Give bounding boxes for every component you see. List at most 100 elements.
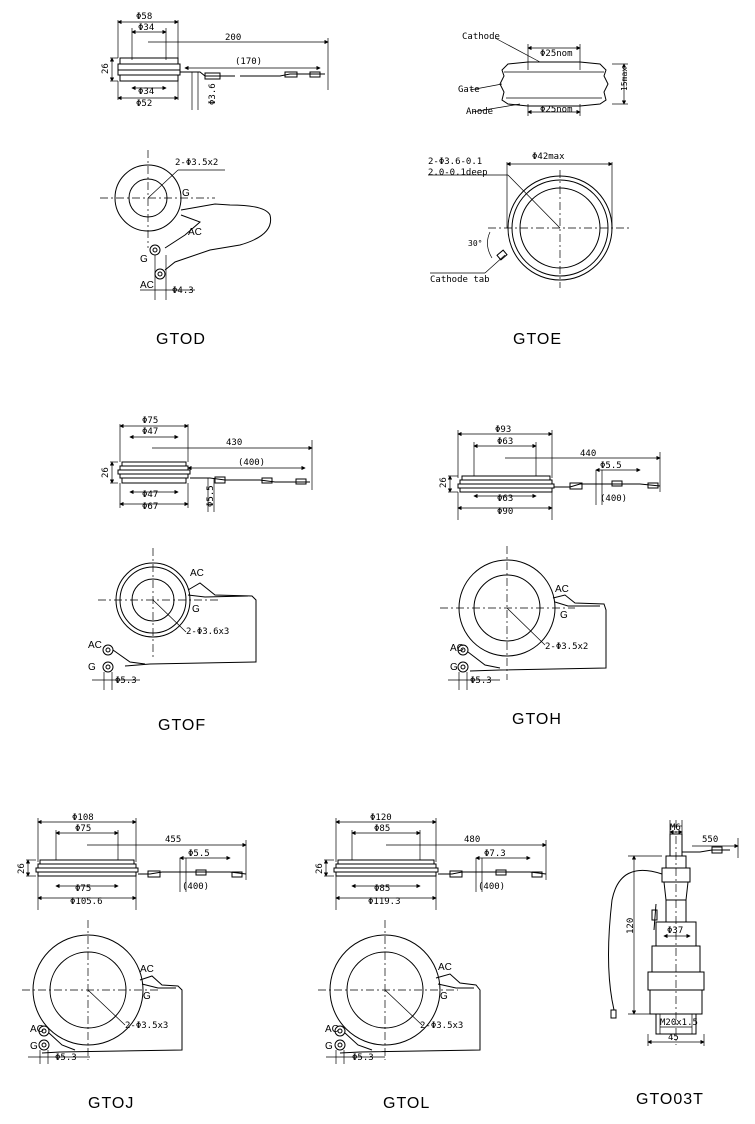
gtoe-top-view: 2-Φ3.6-0.1 2.0-0.1deep Φ42max 30° Cathod… <box>428 152 630 288</box>
gtoh-pin: Φ5.5 <box>600 461 622 471</box>
gtoj-ring: Φ5.3 <box>55 1053 77 1063</box>
gtol-lead: (400) <box>478 882 505 892</box>
gtoh-g-label: G <box>560 610 568 621</box>
gtoe-d-bot: Φ25nom <box>540 105 573 115</box>
gto03t-d-body: Φ37 <box>667 926 683 936</box>
gtoj-side-view: Φ108 Φ75 455 Φ5.5 26 (400) Φ75 Φ105.6 <box>17 813 247 910</box>
gtof-holes: 2-Φ3.6x3 <box>186 627 229 637</box>
gtoj-length: 455 <box>165 835 181 845</box>
gtoh-d-inner-bot: Φ63 <box>497 494 513 504</box>
gto03t-lead: 550 <box>702 835 718 845</box>
gto03t-thread-bot: M20x1.5 <box>660 1018 698 1028</box>
gtof-d-outer-bot: Φ67 <box>142 502 158 512</box>
gtoj-diagram: Φ108 Φ75 455 Φ5.5 26 (400) Φ75 Φ105.6 AC… <box>17 813 247 1112</box>
gtol-pin: Φ7.3 <box>484 849 506 859</box>
gtoh-ac2-label: AC <box>450 643 464 654</box>
gtoe-angle: 30° <box>468 239 482 248</box>
gtod-holes: 2-Φ3.5x2 <box>175 158 218 168</box>
gtof-d-inner-top: Φ47 <box>142 427 158 437</box>
gtof-g2-label: G <box>88 662 96 673</box>
gtoe-d-top: Φ25nom <box>540 49 573 59</box>
gtod-d-inner-bot: Φ34 <box>138 87 154 97</box>
gtof-ac-label: AC <box>190 568 204 579</box>
gtoj-d-outer-top: Φ108 <box>72 813 94 823</box>
gtoe-gate: Gate <box>458 85 480 95</box>
gtod-length: 200 <box>225 33 241 43</box>
gtod-g-label: G <box>182 188 190 199</box>
gtoe-height: 15max <box>620 67 629 91</box>
gtof-side-view: Φ75 Φ47 430 (400) 26 Φ47 Φ67 Φ5.5 <box>101 416 313 512</box>
gtol-length: 480 <box>464 835 480 845</box>
gtol-diagram: Φ120 Φ85 480 Φ7.3 26 (400) Φ85 Φ119.3 AC… <box>315 813 547 1112</box>
caption-gto03t: GTO03T <box>636 1091 704 1108</box>
gtod-d-outer-top: Φ58 <box>136 12 152 22</box>
caption-gtoj: GTOJ <box>88 1095 134 1112</box>
gtoe-diagram: Cathode Gate Anode Φ25nom Φ25nom 15max 2… <box>428 32 630 348</box>
gtoh-holes: 2-Φ3.5x2 <box>545 642 588 652</box>
gtod-lead: (170) <box>235 57 262 67</box>
gto03t-thread: M6 <box>670 823 681 833</box>
gtof-d-outer-top: Φ75 <box>142 416 158 426</box>
gtoe-d-max: Φ42max <box>532 152 565 162</box>
caption-gtoh: GTOH <box>512 711 562 728</box>
gtod-top-view: 2-Φ3.5x2 G AC G AC Φ4.3 <box>100 150 272 300</box>
gtoh-length: 440 <box>580 449 596 459</box>
gtof-ring: Φ5.3 <box>115 676 137 686</box>
gtof-length: 430 <box>226 438 242 448</box>
gtoe-side-view: Cathode Gate Anode Φ25nom Φ25nom 15max <box>458 32 629 117</box>
gtoj-holes: 2-Φ3.5x3 <box>125 1021 168 1031</box>
gtoj-d-inner-top: Φ75 <box>75 824 91 834</box>
gtoj-g2-label: G <box>30 1041 38 1052</box>
gtoh-diagram: Φ93 Φ63 440 Φ5.5 26 (400) Φ63 Φ90 AC G 2… <box>439 425 661 728</box>
caption-gtoe: GTOE <box>513 331 562 348</box>
gtod-ring: Φ4.3 <box>172 286 194 296</box>
gtoj-d-inner-bot: Φ75 <box>75 884 91 894</box>
gtoh-height: 26 <box>439 477 449 488</box>
gtoj-top-view: AC G 2-Φ3.5x3 AC G Φ5.3 <box>22 920 183 1064</box>
gtoh-d-outer-top: Φ93 <box>495 425 511 435</box>
gtoh-g2-label: G <box>450 662 458 673</box>
gtol-height: 26 <box>315 863 325 874</box>
gtol-ac-label: AC <box>438 962 452 973</box>
gtoj-ac-label: AC <box>140 964 154 975</box>
gtod-ac-label: AC <box>188 227 202 238</box>
gtol-d-outer-top: Φ120 <box>370 813 392 823</box>
gtoh-ring: Φ5.3 <box>470 676 492 686</box>
gtof-pin: Φ5.5 <box>206 485 216 507</box>
gtol-d-inner-bot: Φ85 <box>374 884 390 894</box>
gtoh-ac-label: AC <box>555 584 569 595</box>
gtof-d-inner-bot: Φ47 <box>142 490 158 500</box>
gtoe-cathode: Cathode <box>462 32 500 42</box>
gtoe-tab: Cathode tab <box>430 275 490 285</box>
gtol-g2-label: G <box>325 1041 333 1052</box>
caption-gtof: GTOF <box>158 717 206 734</box>
gtoj-pin: Φ5.5 <box>188 849 210 859</box>
gtoj-ac2-label: AC <box>30 1024 44 1035</box>
gtod-height: 26 <box>101 63 111 74</box>
gtof-height: 26 <box>101 467 111 478</box>
gtod-g2-label: G <box>140 254 148 265</box>
gtol-g-label: G <box>440 991 448 1002</box>
caption-gtol: GTOL <box>383 1095 430 1112</box>
gtof-top-view: AC G 2-Φ3.6x3 AC G Φ5.3 <box>88 548 257 690</box>
gtoj-height: 26 <box>17 863 27 874</box>
gtod-pin: Φ3.6 <box>208 83 218 105</box>
gtol-holes: 2-Φ3.5x3 <box>420 1021 463 1031</box>
gtoh-d-inner-top: Φ63 <box>497 437 513 447</box>
gto03t-height: 120 <box>626 918 636 934</box>
gtoj-lead: (400) <box>182 882 209 892</box>
gtoj-d-outer-bot: Φ105.6 <box>70 897 103 907</box>
gtof-diagram: Φ75 Φ47 430 (400) 26 Φ47 Φ67 Φ5.5 AC G <box>88 416 313 734</box>
caption-gtod: GTOD <box>156 331 206 348</box>
gtoe-holes1: 2-Φ3.6-0.1 <box>428 157 482 167</box>
gtol-ac2-label: AC <box>325 1024 339 1035</box>
gto03t-diagram: M6 550 120 Φ37 M20x1.5 45 GTO03T <box>608 820 739 1108</box>
gtol-side-view: Φ120 Φ85 480 Φ7.3 26 (400) Φ85 Φ119.3 <box>315 813 547 910</box>
gtof-g-label: G <box>192 604 200 615</box>
gtof-lead: (400) <box>238 458 265 468</box>
gtol-d-outer-bot: Φ119.3 <box>368 897 401 907</box>
gtoj-g-label: G <box>143 991 151 1002</box>
gto03t-width: 45 <box>668 1033 679 1043</box>
gtod-d-outer-bot: Φ52 <box>136 99 152 109</box>
